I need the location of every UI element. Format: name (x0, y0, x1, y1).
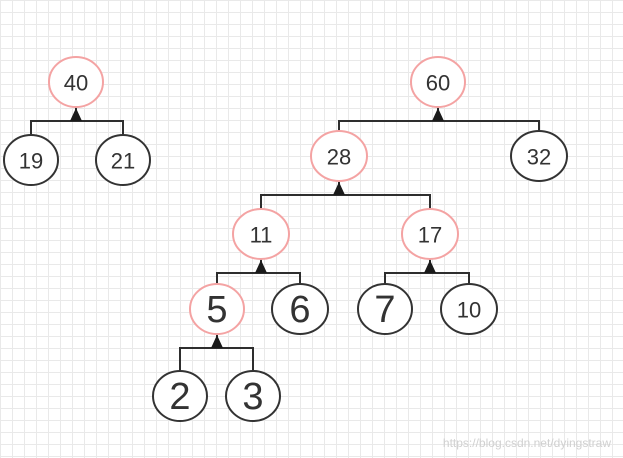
node-circle (410, 56, 466, 108)
node-circle (225, 370, 281, 422)
edge-connector-n28 (260, 194, 431, 209)
node-label: 32 (527, 145, 551, 170)
node-circle (357, 283, 413, 335)
node-label: 7 (374, 289, 395, 331)
node-circle (95, 134, 151, 186)
tree-node-10: 10 (440, 283, 498, 335)
node-label: 21 (111, 149, 135, 174)
node-circle (510, 130, 568, 182)
tree-node-11: 11 (232, 208, 290, 260)
tree-node-3: 3 (225, 370, 281, 422)
tree-node-6: 6 (271, 283, 329, 335)
node-circle (152, 370, 208, 422)
arrow-up-icon (211, 335, 223, 348)
arrow-up-icon (255, 260, 267, 273)
arrow-up-icon (70, 108, 82, 121)
arrow-up-icon (432, 108, 444, 121)
edge-connector-n5 (179, 347, 254, 371)
edge-connector-n11 (216, 272, 301, 284)
tree-node-60: 60 (410, 56, 466, 108)
arrow-up-icon (424, 260, 436, 273)
tree-node-40: 40 (48, 56, 104, 108)
edges-layer (30, 107, 540, 371)
tree-node-19: 19 (3, 134, 59, 186)
node-circle (440, 283, 498, 335)
tree-node-7: 7 (357, 283, 413, 335)
node-label: 28 (327, 145, 351, 170)
node-circle (189, 283, 245, 335)
node-label: 11 (250, 223, 273, 248)
node-label: 2 (169, 376, 190, 418)
node-label: 3 (242, 376, 263, 418)
node-circle (48, 56, 104, 108)
node-label: 5 (206, 289, 227, 331)
watermark-text: https://blog.csdn.net/dyingstraw (442, 436, 611, 450)
tree-node-32: 32 (510, 130, 568, 182)
tree-node-28: 28 (310, 130, 368, 182)
tree-node-2: 2 (152, 370, 208, 422)
tree-node-17: 17 (401, 208, 459, 260)
tree-node-21: 21 (95, 134, 151, 186)
node-label: 60 (426, 71, 450, 96)
edge-connector-n60 (338, 120, 540, 131)
arrow-up-icon (333, 182, 345, 195)
node-circle (401, 208, 459, 260)
nodes-layer: 40 19 21 60 28 32 11 17 5 6 7 10 2 3 (3, 56, 568, 422)
edge-connector-n17 (384, 272, 470, 284)
node-circle (232, 208, 290, 260)
node-label: 10 (457, 298, 481, 323)
node-label: 19 (19, 149, 43, 174)
node-label: 6 (289, 289, 310, 331)
tree-node-5: 5 (189, 283, 245, 335)
node-circle (3, 134, 59, 186)
node-label: 17 (418, 223, 442, 248)
node-label: 40 (64, 71, 88, 96)
node-circle (310, 130, 368, 182)
edge-connector-n40 (30, 120, 124, 135)
node-circle (271, 283, 329, 335)
